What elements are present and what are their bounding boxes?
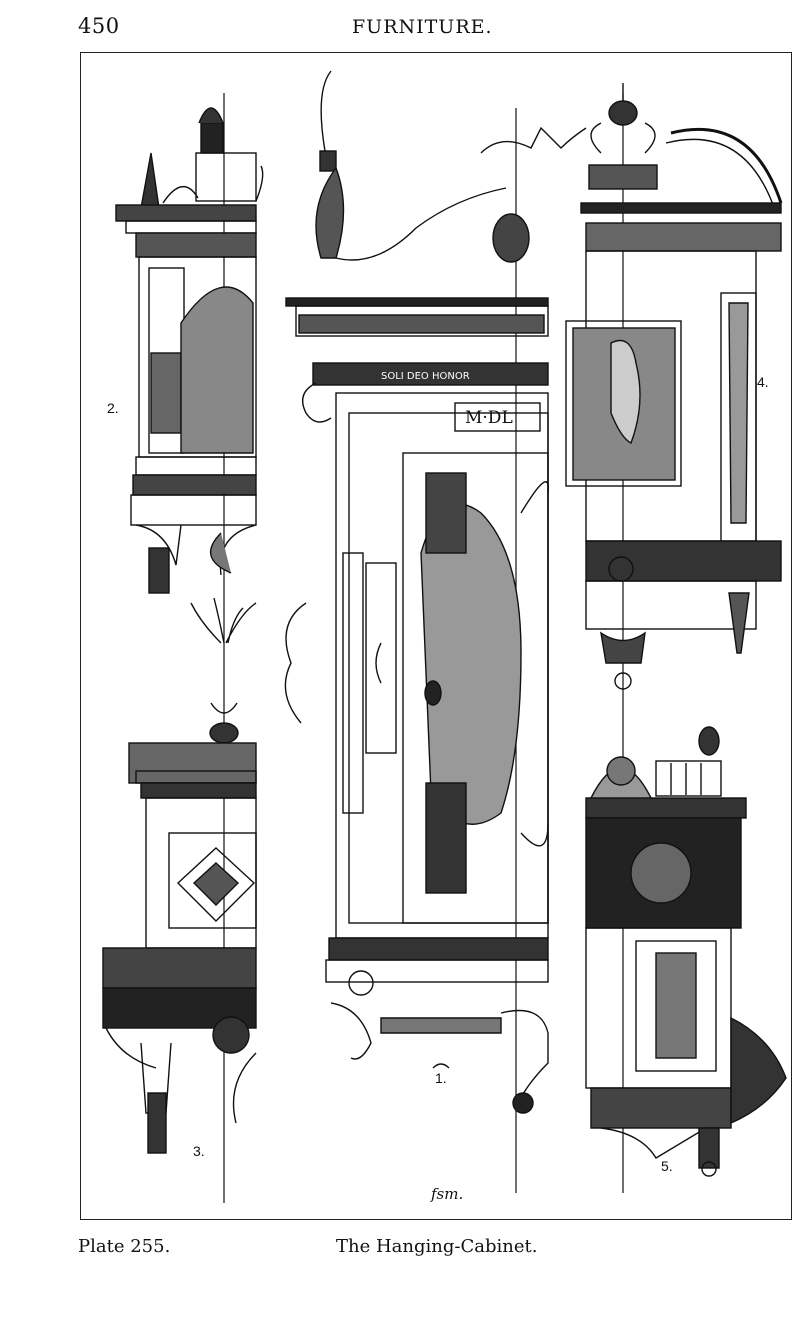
figure-5-label: 5.	[661, 1158, 673, 1174]
figure-3-label: 3.	[193, 1143, 205, 1159]
engraver-signature: fsm.	[430, 1185, 463, 1203]
plate-title: The Hanging-Cabinet.	[336, 1236, 538, 1257]
running-header: FURNITURE.	[352, 16, 493, 38]
figure-3-drawing	[102, 597, 257, 1154]
page-number: 450	[78, 14, 120, 38]
date-inscription: M·DL	[465, 408, 513, 428]
figure-2-drawing	[115, 107, 264, 594]
figure-4-drawing	[565, 83, 783, 690]
figure-2-label: 2.	[107, 400, 119, 416]
figure-5-drawing	[585, 726, 787, 1177]
figure-1-drawing: SOLI DEO HONOR M·DL	[284, 70, 587, 1114]
figure-1-label: 1.	[435, 1070, 447, 1086]
plate-number: Plate 255.	[78, 1236, 171, 1257]
motto-inscription: SOLI DEO HONOR	[381, 371, 470, 382]
engraving-illustration: 2. 3.	[102, 70, 787, 1203]
plate-frame: 2. 3.	[80, 52, 792, 1220]
figure-4-label: 4.	[757, 374, 769, 390]
